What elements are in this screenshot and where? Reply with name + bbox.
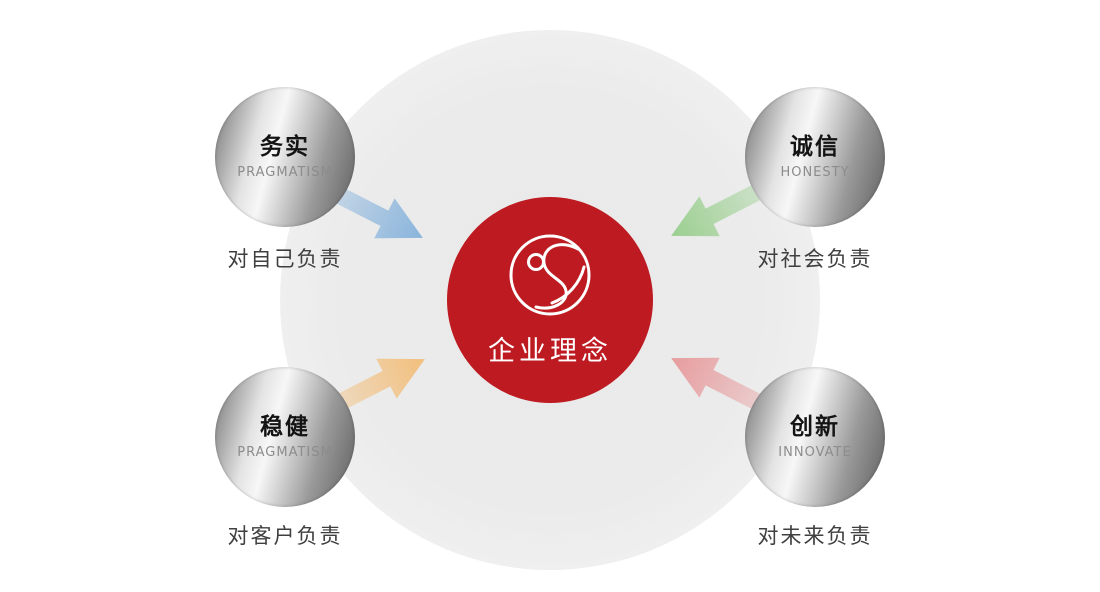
center-title: 企业理念 [488, 336, 612, 367]
center-circle: 企业理念 [447, 197, 653, 403]
node-title-en: PRAGMATISM [237, 445, 333, 461]
node-title-en: HONESTY [780, 165, 850, 181]
node-title-cn: 创新 [790, 413, 840, 440]
node-caption-self: 对自己负责 [227, 247, 343, 271]
node-circle-innovate: 创新 INNOVATE [745, 367, 885, 507]
node-title-en: INNOVATE [778, 445, 852, 461]
node-caption-customer: 对客户负责 [227, 524, 343, 548]
node-caption-society: 对社会负责 [757, 247, 873, 271]
node-title-cn: 诚信 [790, 133, 840, 160]
node-circle-pragmatism: 务实 PRAGMATISM [215, 87, 355, 227]
arrow-top-right-icon [671, 179, 771, 237]
arrow-top-left-icon [323, 181, 423, 239]
node-title-en: PRAGMATISM [237, 165, 333, 181]
arrow-bottom-right-icon [671, 357, 771, 415]
s-swirl-logo-icon [509, 234, 591, 316]
node-caption-future: 对未来负责 [757, 524, 873, 548]
node-circle-honesty: 诚信 HONESTY [745, 87, 885, 227]
arrow-bottom-left-icon [325, 358, 425, 416]
node-title-cn: 稳健 [260, 413, 310, 440]
node-title-cn: 务实 [260, 133, 310, 160]
node-circle-steady: 稳健 PRAGMATISM [215, 367, 355, 507]
